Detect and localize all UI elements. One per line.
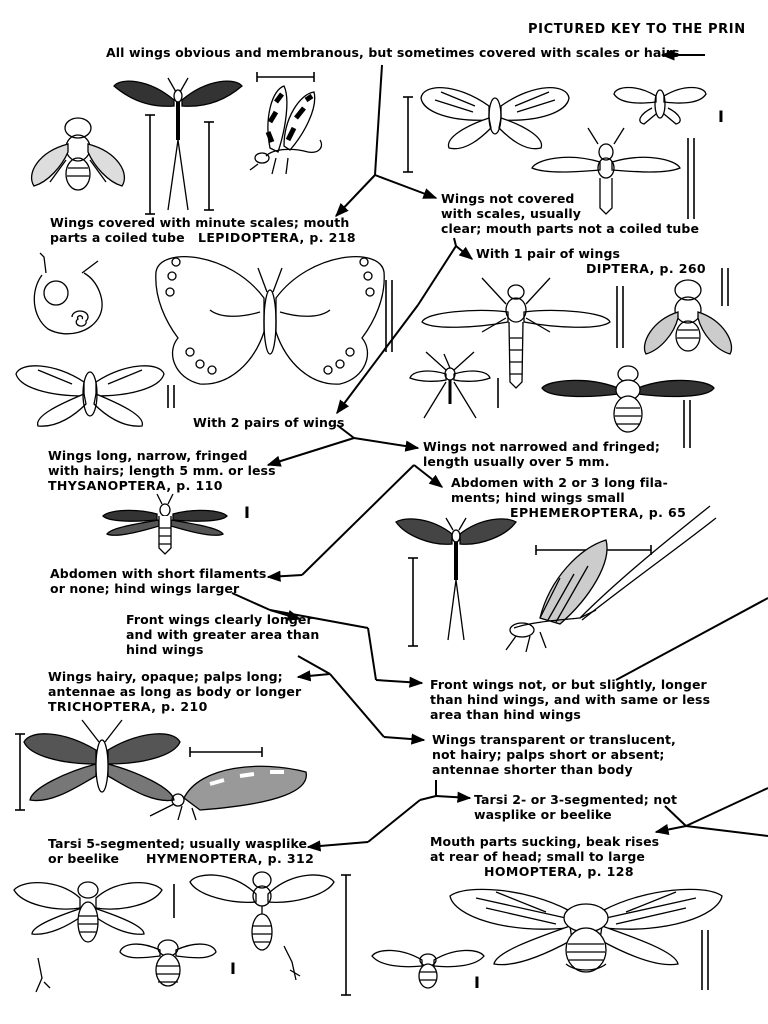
cicada-icon	[449, 888, 723, 973]
ephemeroptera-label: EPHEMEROPTERA, p. 65	[510, 505, 687, 520]
scale-mark-3: I	[230, 959, 237, 978]
page-header: PICTURED KEY TO THE PRIN	[528, 22, 746, 37]
scale-mark-1: I	[718, 107, 725, 126]
scales-text-line2: parts a coiled tube	[50, 230, 185, 245]
not-covered-text-line3: clear; mouth parts not a coiled tube	[441, 221, 700, 236]
sucking-text-line1: Mouth parts sucking, beak rises	[430, 834, 660, 849]
front-not-text-line2: than hind wings, and with same or less	[430, 692, 711, 707]
not-covered-text-line1: Wings not covered	[441, 191, 575, 206]
homoptera-label: HOMOPTERA, p. 128	[484, 864, 634, 879]
thysanoptera-label: THYSANOPTERA, p. 110	[48, 478, 223, 493]
front-longer-text-line2: and with greater area than	[126, 627, 320, 642]
not-narrow-text-line1: Wings not narrowed and fringed;	[423, 439, 660, 454]
moth2-icon	[15, 365, 165, 427]
tarsi23-text-line1: Tarsi 2- or 3-segmented; not	[474, 792, 678, 807]
fly-icon	[30, 117, 126, 191]
scale-bars	[15, 72, 729, 996]
two-pairs-text: With 2 pairs of wings	[193, 415, 345, 430]
connector-lines	[231, 49, 768, 852]
crane-fly-icon	[531, 127, 681, 215]
front-longer-text-line1: Front wings clearly longer	[126, 612, 313, 627]
mayfly-icon	[113, 77, 243, 211]
hairy-text-line2: antennae as long as body or longer	[48, 684, 302, 699]
coiled-proboscis-icon	[33, 252, 103, 335]
all-wings-statement: All wings obvious and membranous, but so…	[106, 45, 680, 60]
tarsi5-text-line1: Tarsi 5-segmented; usually wasplike	[48, 836, 308, 851]
mayfly2-icon	[395, 517, 517, 641]
long-filaments-text-line1: Abdomen with 2 or 3 long fila-	[451, 475, 668, 490]
small-moth-icon	[613, 86, 707, 125]
scorpionfly-icon	[249, 85, 323, 175]
front-not-text-line3: area than hind wings	[430, 707, 581, 722]
thrips-icon	[102, 493, 228, 555]
transparent-text-line2: not hairy; palps short or absent;	[432, 747, 665, 762]
one-pair-text: With 1 pair of wings	[476, 246, 621, 261]
mosquito-icon	[409, 351, 491, 419]
caddisfly-icon	[23, 719, 181, 802]
small-hopper-icon	[371, 949, 485, 989]
short-filaments-text-line2: or none; hind wings larger	[50, 581, 240, 596]
butterfly-icon	[155, 256, 385, 385]
long-filaments-text-line2: ments; hind wings small	[451, 490, 625, 505]
housefly-icon	[643, 279, 733, 355]
bee-fly-icon	[541, 365, 715, 433]
not-narrow-text-line2: length usually over 5 mm.	[423, 454, 610, 469]
narrow-text-line1: Wings long, narrow, fringed	[48, 448, 248, 463]
tarsi5-text-line2: or beelike	[48, 851, 120, 866]
moth-icon	[420, 87, 570, 150]
narrow-text-line2: with hairs; length 5 mm. or less	[48, 463, 276, 478]
transparent-text-line1: Wings transparent or translucent,	[432, 732, 676, 747]
hairy-text-line1: Wings hairy, opaque; palps long;	[48, 669, 283, 684]
mayfly-side-icon	[505, 505, 717, 653]
scales-text-line1: Wings covered with minute scales; mouth	[50, 215, 350, 230]
lepidoptera-label: LEPIDOPTERA, p. 218	[198, 230, 356, 245]
front-not-text-line1: Front wings not, or but slightly, longer	[430, 677, 707, 692]
diptera-label: DIPTERA, p. 260	[586, 261, 707, 276]
wasp-icon	[189, 871, 335, 981]
caddisfly-side-icon	[149, 765, 307, 821]
tarsi23-text-line2: wasplike or beelike	[474, 807, 612, 822]
not-covered-text-line2: with scales, usually	[441, 206, 582, 221]
transparent-text-line3: antennae shorter than body	[432, 762, 633, 777]
scale-mark-4: I	[474, 973, 481, 992]
hymenoptera-label: HYMENOPTERA, p. 312	[146, 851, 315, 866]
sucking-text-line2: at rear of head; small to large	[430, 849, 645, 864]
trichoptera-label: TRICHOPTERA, p. 210	[48, 699, 208, 714]
front-longer-text-line3: hind wings	[126, 642, 204, 657]
bee-icon	[119, 939, 217, 987]
robber-fly-icon	[421, 277, 611, 389]
sawfly-icon	[13, 881, 163, 993]
short-filaments-text-line1: Abdomen with short filaments	[50, 566, 267, 581]
scale-mark-2: I	[244, 503, 251, 522]
